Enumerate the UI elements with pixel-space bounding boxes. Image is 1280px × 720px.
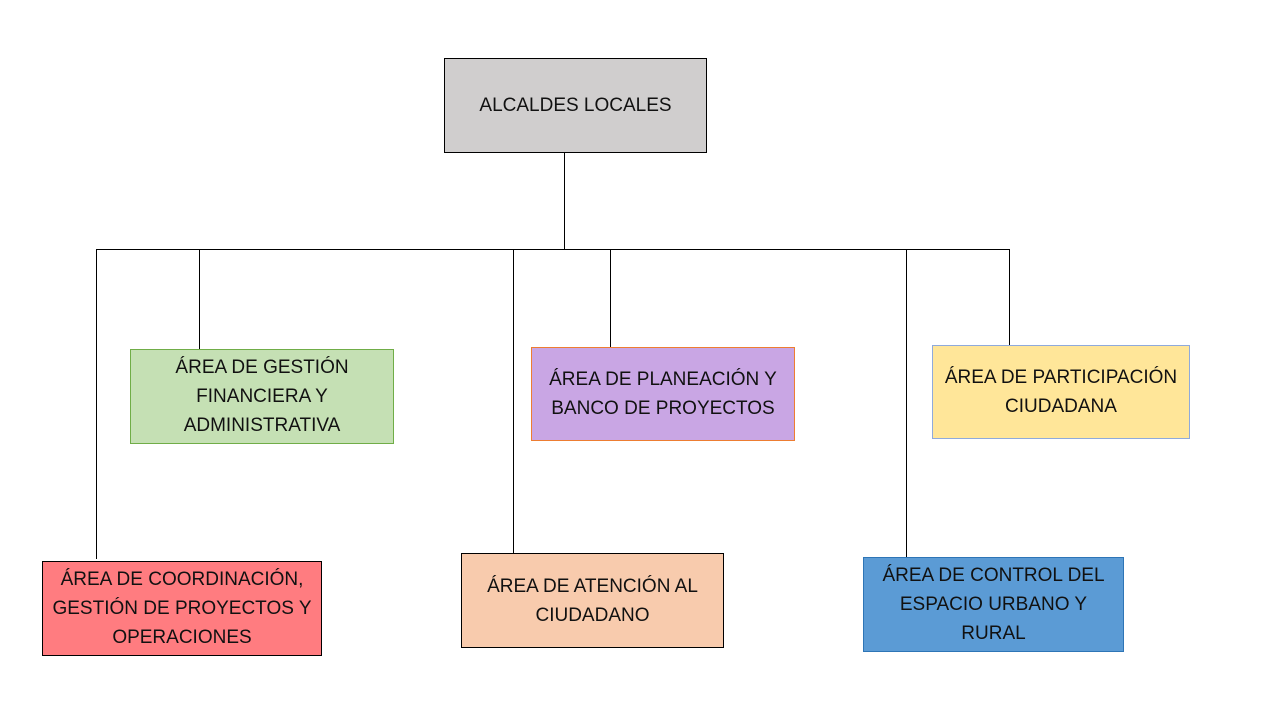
connector-participacion: [1009, 249, 1010, 345]
connector-planeacion: [610, 249, 611, 347]
node-participacion: ÁREA DE PARTICIPACIÓN CIUDADANA: [932, 345, 1190, 439]
node-atencion: ÁREA DE ATENCIÓN AL CIUDADANO: [461, 553, 724, 648]
node-gestion-financiera: ÁREA DE GESTIÓN FINANCIERA Y ADMINISTRAT…: [130, 349, 394, 444]
connector-atencion: [513, 249, 514, 554]
root-node-alcaldes-locales: ALCALDES LOCALES: [444, 58, 707, 153]
node-coordinacion: ÁREA DE COORDINACIÓN, GESTIÓN DE PROYECT…: [42, 561, 322, 656]
root-node-label: ALCALDES LOCALES: [479, 95, 672, 116]
node-planeacion-label: ÁREA DE PLANEACIÓN Y BANCO DE PROYECTOS: [549, 369, 777, 419]
node-coordinacion-label: ÁREA DE COORDINACIÓN, GESTIÓN DE PROYECT…: [52, 569, 312, 648]
connector-control: [906, 249, 907, 558]
node-participacion-label: ÁREA DE PARTICIPACIÓN CIUDADANA: [944, 367, 1178, 417]
connector-root-down: [564, 152, 565, 249]
node-atencion-label: ÁREA DE ATENCIÓN AL CIUDADANO: [487, 575, 698, 626]
node-gestion-financiera-label: ÁREA DE GESTIÓN FINANCIERA Y ADMINISTRAT…: [175, 357, 349, 436]
node-control: ÁREA DE CONTROL DEL ESPACIO URBANO Y RUR…: [863, 557, 1124, 652]
connector-coordinacion: [96, 249, 97, 559]
node-control-label: ÁREA DE CONTROL DEL ESPACIO URBANO Y RUR…: [882, 565, 1105, 644]
connector-gestion-financiera: [199, 249, 200, 349]
connector-horizontal-bus: [96, 249, 1010, 250]
node-planeacion: ÁREA DE PLANEACIÓN Y BANCO DE PROYECTOS: [531, 347, 795, 441]
